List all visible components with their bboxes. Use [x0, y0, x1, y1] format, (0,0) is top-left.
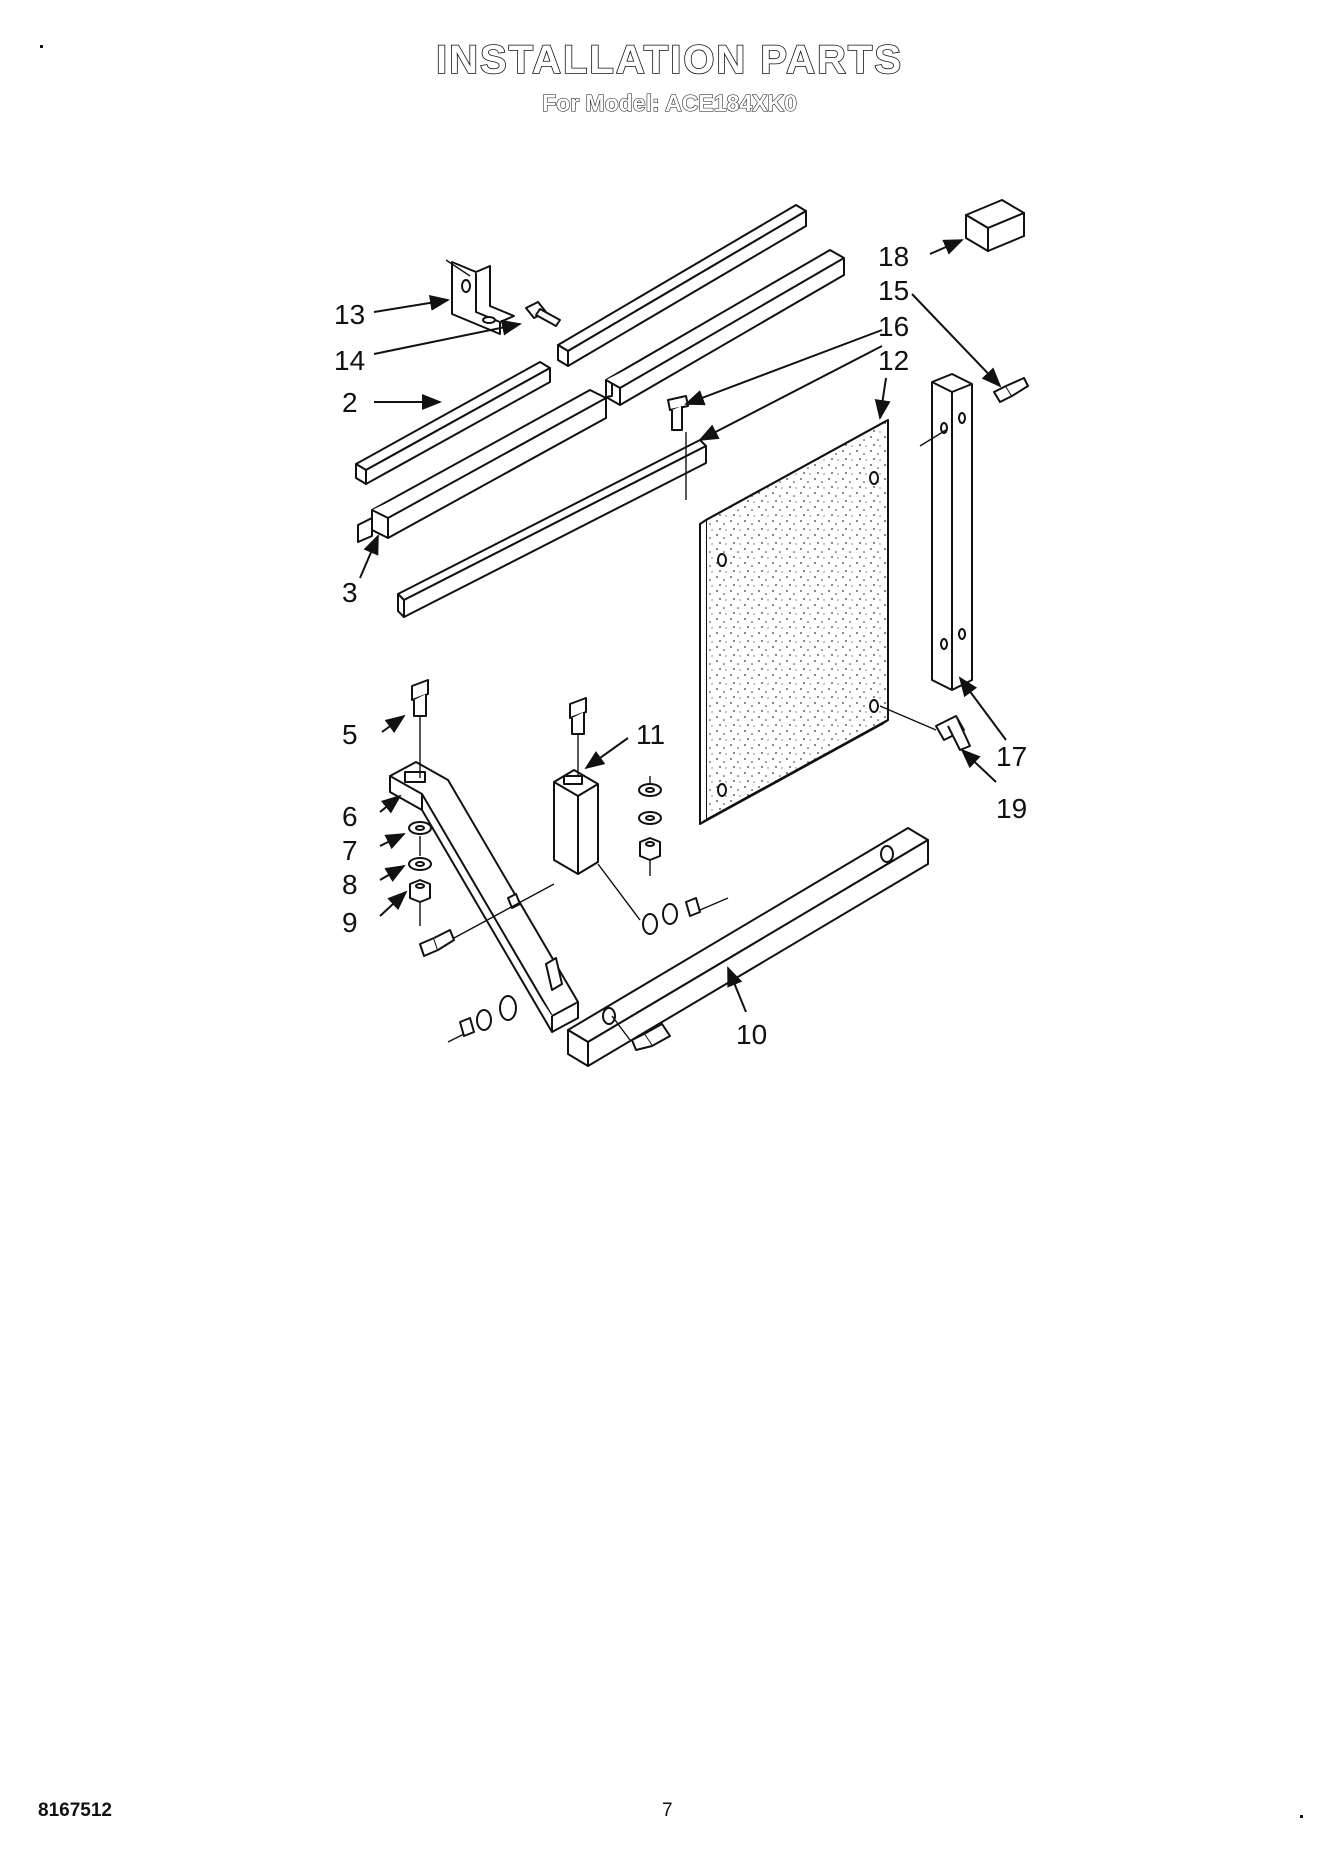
- part-block: [965, 199, 1025, 252]
- part-bracket: [451, 261, 515, 335]
- part-nut: [639, 837, 661, 861]
- callout-19: 19: [996, 793, 1027, 824]
- part-filter-panel: [699, 419, 889, 825]
- model-subtitle: For Model: ACE184XK0: [542, 89, 798, 116]
- part-lock-washer: [638, 811, 662, 825]
- part-flat-washer: [408, 821, 432, 835]
- leader-arrow: [929, 239, 964, 255]
- callout-17: 17: [996, 741, 1027, 772]
- part-top-rail: [557, 204, 807, 367]
- assembly-line: [447, 1033, 465, 1043]
- scan-speck: [1300, 1815, 1303, 1818]
- page-title: INSTALLATION PARTS: [435, 37, 904, 83]
- part-flat-washer: [638, 783, 662, 797]
- part-bolt: [569, 697, 587, 735]
- part-short-rail: [355, 361, 551, 485]
- leader-arrow: [684, 329, 883, 406]
- part-side-bar: [931, 373, 973, 691]
- part-washer-set: [459, 995, 517, 1037]
- callout-7: 7: [342, 835, 358, 866]
- leader-arrow: [381, 714, 406, 734]
- leader-arrow: [373, 319, 522, 355]
- callout-3: 3: [342, 577, 358, 608]
- leader-arrow: [379, 794, 402, 814]
- leader-arrow: [379, 890, 408, 917]
- assembly-line: [919, 429, 947, 447]
- callout-2: 2: [342, 387, 358, 418]
- part-bolt: [411, 679, 429, 717]
- part-short-bracket: [553, 769, 599, 875]
- assembly-line: [611, 1015, 631, 1041]
- callout-10: 10: [736, 1019, 767, 1050]
- leader-arrow: [727, 966, 747, 1013]
- callout-11: 11: [636, 719, 665, 750]
- part-screw: [935, 715, 971, 751]
- assembly-line: [445, 259, 471, 277]
- leader-arrow: [584, 737, 629, 770]
- part-nut: [409, 879, 431, 903]
- document-number: 8167512: [38, 1800, 112, 1821]
- callout-8: 8: [342, 869, 358, 900]
- assembly-line: [453, 883, 555, 939]
- assembly-line: [597, 863, 641, 921]
- part-left-channel: [357, 389, 607, 543]
- leader-arrow: [359, 534, 379, 579]
- callout-6: 6: [342, 801, 358, 832]
- callout-18: 18: [878, 241, 909, 272]
- part-bottom-rail: [567, 827, 929, 1067]
- leader-arrow: [911, 293, 1002, 388]
- page-number: 7: [662, 1800, 673, 1821]
- leader-arrow: [958, 676, 1007, 741]
- assembly-line: [879, 705, 937, 731]
- callout-13: 13: [334, 299, 365, 330]
- part-angle-strip: [397, 439, 707, 618]
- scan-speck: [40, 45, 43, 48]
- part-screw: [631, 1023, 671, 1051]
- leader-arrow: [379, 833, 406, 850]
- callout-14: 14: [334, 345, 365, 376]
- part-screw: [525, 301, 561, 327]
- part-screw: [993, 377, 1029, 403]
- callout-16: 16: [878, 311, 909, 342]
- part-top-channel: [605, 249, 845, 406]
- callout-9: 9: [342, 907, 358, 938]
- leader-arrow: [698, 345, 883, 441]
- leader-arrow: [379, 864, 406, 882]
- callout-12: 12: [878, 345, 909, 376]
- leader-arrow: [874, 377, 891, 420]
- part-washer-set: [642, 897, 701, 935]
- part-screw: [667, 395, 689, 431]
- part-screw: [419, 929, 455, 957]
- assembly-line: [699, 897, 729, 911]
- callout-5: 5: [342, 719, 358, 750]
- part-lock-washer: [408, 857, 432, 871]
- leader-arrow: [373, 294, 450, 313]
- leader-arrow: [960, 748, 997, 783]
- callout-15: 15: [878, 275, 909, 306]
